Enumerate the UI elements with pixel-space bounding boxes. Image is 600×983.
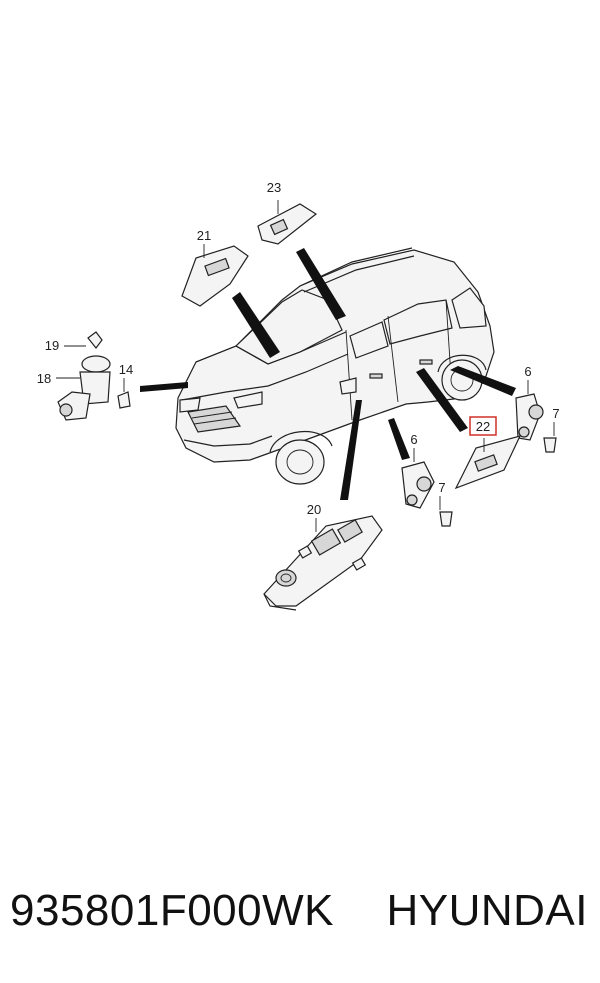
callout-23: 23 <box>267 180 281 195</box>
part-6-7-middle-lower <box>401 448 453 527</box>
footer: 935801F000WK HYUNDAI <box>0 880 600 950</box>
pointer-lines <box>140 248 516 500</box>
callout-7-upper: 7 <box>552 406 559 421</box>
callout-20: 20 <box>307 502 321 517</box>
part-number: 935801F000WK <box>10 886 334 935</box>
callout-6-upper: 6 <box>524 364 531 379</box>
callout-22-highlight-box <box>469 416 497 436</box>
part-23-switch <box>257 200 318 245</box>
part-20-master-switch <box>263 515 383 611</box>
callout-18: 18 <box>37 371 51 386</box>
part-22-switch <box>454 435 522 490</box>
brand-name: HYUNDAI <box>386 886 588 935</box>
part-21-switch <box>181 244 249 307</box>
callout-22: 22 <box>476 419 490 434</box>
callout-21: 21 <box>197 228 211 243</box>
part-18-19-actuator <box>56 331 131 421</box>
callout-6-lower: 6 <box>410 432 417 447</box>
callout-7-lower: 7 <box>438 480 445 495</box>
callout-19: 19 <box>45 338 59 353</box>
callout-14: 14 <box>119 362 133 377</box>
part-6-7-right-upper <box>515 380 557 453</box>
